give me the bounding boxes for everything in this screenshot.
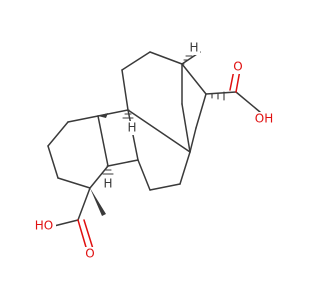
label-backdrop bbox=[102, 177, 114, 191]
oxygen-label-c16-carbonyl: O bbox=[233, 60, 242, 74]
bond bbox=[181, 63, 207, 95]
hydrogen-label-c9: H bbox=[127, 121, 136, 135]
carbonyl-bond bbox=[83, 219, 95, 253]
molecular-structure: H H H O HO O OH bbox=[32, 40, 276, 261]
bond bbox=[97, 115, 109, 167]
hydrogen-label-c13: H bbox=[189, 41, 198, 55]
bond bbox=[181, 103, 191, 153]
bond bbox=[53, 219, 79, 227]
oxygen-label-c4-carbonyl: O bbox=[85, 247, 94, 261]
hydroxyl-label-c16: OH bbox=[255, 112, 273, 126]
label-backdrop bbox=[84, 247, 96, 261]
label-backdrop bbox=[32, 219, 56, 233]
bond bbox=[195, 93, 207, 129]
hashed-bond-c16 bbox=[211, 91, 225, 101]
label-backdrop bbox=[188, 41, 200, 55]
bond bbox=[121, 51, 151, 71]
hashed-bond-h5 bbox=[102, 165, 114, 175]
methyl-wedge-c4 bbox=[90, 188, 106, 216]
hashed-bond-h13 bbox=[181, 55, 193, 65]
hashed-bond-h9 bbox=[122, 109, 134, 119]
bond bbox=[137, 159, 151, 191]
bond bbox=[77, 187, 91, 221]
methyl-wedge-c10 bbox=[98, 113, 108, 118]
bond bbox=[179, 151, 191, 185]
hydroxyl-label-c4: HO bbox=[35, 219, 53, 233]
bond bbox=[57, 177, 91, 189]
label-backdrop bbox=[232, 60, 244, 74]
bond bbox=[67, 115, 99, 123]
carboxyl-group-c4 bbox=[53, 187, 95, 255]
bond bbox=[107, 159, 139, 167]
ring-a bbox=[47, 115, 109, 189]
bond bbox=[47, 121, 69, 147]
bond bbox=[121, 69, 129, 111]
bond bbox=[149, 183, 181, 191]
label-backdrop bbox=[252, 112, 276, 126]
atom-labels: H H H O HO O OH bbox=[32, 41, 276, 261]
bond bbox=[235, 91, 261, 113]
hydrogen-label-c5: H bbox=[103, 177, 112, 191]
bond bbox=[149, 51, 183, 65]
bond bbox=[205, 91, 237, 95]
carboxyl-group-c16 bbox=[205, 69, 261, 113]
label-backdrop bbox=[126, 121, 138, 135]
bond bbox=[189, 127, 197, 153]
bond bbox=[127, 109, 191, 153]
ring-c-bridge bbox=[121, 51, 207, 153]
bond bbox=[47, 145, 59, 179]
